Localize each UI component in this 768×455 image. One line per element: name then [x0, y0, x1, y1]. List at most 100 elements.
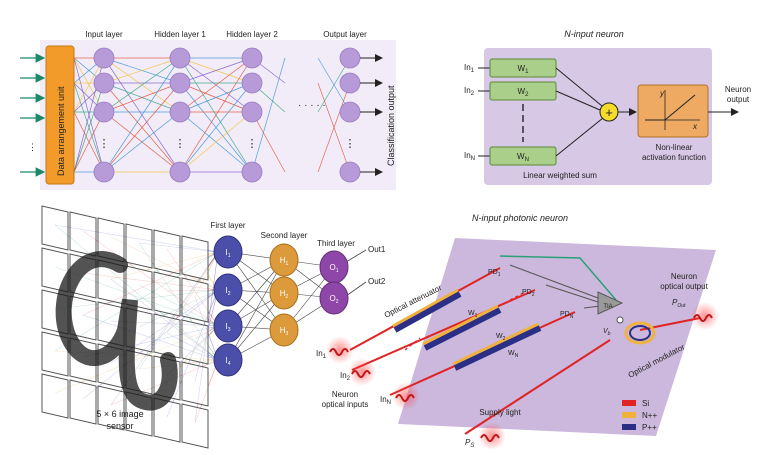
classification-output-label: Classification output — [386, 85, 396, 166]
fig-a-node — [93, 161, 115, 183]
fig-a-node — [169, 101, 191, 123]
fig-a-node — [241, 72, 263, 94]
attenuator-bars — [392, 288, 542, 371]
activation-y-axis: y — [659, 89, 665, 98]
fig-a-connections — [73, 57, 351, 173]
fig-a-node — [339, 72, 361, 94]
hidden-layer-2-label: Hidden layer 2 — [226, 30, 278, 39]
out1-label: Out1 — [368, 245, 386, 254]
linear-weighted-sum-label: Linear weighted sum — [523, 171, 597, 180]
first-layer-node-label: I1 — [225, 248, 230, 259]
output-layer-label: Output layer — [323, 30, 367, 39]
legend-swatch — [622, 412, 636, 418]
sensor-pixel — [41, 205, 69, 251]
first-layer-node-label: I4 — [225, 356, 230, 367]
supply-wave — [480, 434, 500, 442]
first-layer-node-label: I2 — [225, 286, 230, 297]
first-layer-node — [213, 343, 243, 377]
material-legend: SiN++P++ — [622, 399, 657, 432]
fig-a-node — [339, 161, 361, 183]
sensor-caption-1: 5 × 6 image — [96, 409, 143, 419]
sensor-pixel — [41, 373, 69, 419]
vb-label: Vb — [603, 328, 611, 337]
sensor-pixel — [153, 313, 181, 359]
sensor-pixel — [181, 403, 209, 449]
first-layer-node — [213, 235, 243, 269]
neuron-input-n: InN — [464, 151, 475, 162]
legend-label: Si — [642, 399, 649, 408]
fig-a-node — [241, 101, 263, 123]
sensor-pixel — [181, 319, 209, 365]
ellipsis: · · · · · — [298, 100, 326, 111]
second-layer-label: Second layer — [261, 231, 308, 240]
first-layer-node — [213, 309, 243, 343]
photonic-input-n: InN — [380, 395, 391, 406]
sensor-pixel — [97, 385, 125, 431]
handwritten-glyph — [55, 251, 178, 411]
sensor-pixel — [69, 211, 97, 257]
sensor-pixel — [41, 331, 69, 377]
bias-junction — [616, 316, 624, 324]
pd-1-label: PD1 — [488, 269, 501, 278]
weight-label-1: W1 — [518, 64, 530, 75]
third-layer-node — [319, 281, 349, 315]
photonic-input-2: In2 — [340, 371, 351, 382]
fig-a-vertical-ellipsis: ⋮ — [175, 138, 186, 150]
input-2-wave — [351, 370, 371, 378]
fig-a-node — [339, 101, 361, 123]
activation-curve — [645, 94, 696, 121]
fig-c-sensor-network: 5 × 6 image sensor First layer Second la… — [41, 205, 386, 449]
data-arrangement-unit — [45, 45, 75, 185]
svg-text:⋮: ⋮ — [28, 142, 37, 152]
pd-2-label: PD2 — [522, 289, 535, 298]
data-arrangement-unit-label: Data arrangement unit — [56, 86, 66, 176]
first-layer-node — [213, 273, 243, 307]
optical-modulator-ring — [624, 321, 656, 345]
pout-label: POut — [672, 298, 686, 309]
sensor-pixel — [125, 265, 153, 311]
neuron-optical-output-2: optical output — [660, 282, 708, 291]
activation-caption-2: activation function — [642, 153, 706, 162]
first-layer-label: First layer — [210, 221, 245, 230]
supply-light-label: Supply light — [479, 408, 521, 417]
fig-a-node — [241, 161, 263, 183]
input-n-wave — [395, 394, 415, 402]
out2-label: Out2 — [368, 277, 386, 286]
legend-label: P++ — [642, 423, 657, 432]
pd-n-label: PDN — [560, 311, 574, 320]
fig-a-vertical-ellipsis: ⋮ — [99, 138, 110, 150]
tia-amplifier — [597, 291, 624, 315]
fig-a-node — [339, 47, 361, 69]
ps-label: PS — [465, 438, 474, 449]
activation-function-box — [637, 84, 709, 138]
photonic-weight-2: W2 — [496, 333, 506, 342]
fig-b-neuron: N-input neuron In1 In2 InN W1 W2 WN + y … — [464, 29, 751, 185]
tia-label: TIA — [603, 304, 612, 310]
neuron-input-2: In2 — [464, 86, 475, 97]
weight-label-2: W2 — [518, 87, 530, 98]
third-layer-label: Third layer — [317, 239, 355, 248]
fig-a-node — [241, 47, 263, 69]
second-layer-node — [269, 313, 299, 347]
photonic-weight-n: WN — [508, 350, 519, 359]
sensor-caption-2: sensor — [106, 421, 133, 431]
second-layer-node-label: H2 — [280, 289, 289, 300]
sensor-pixel — [181, 361, 209, 407]
neuron-optical-inputs-2: optical inputs — [322, 400, 369, 409]
input-layer-label: Input layer — [85, 30, 123, 39]
neuron-input-1: In1 — [464, 63, 475, 74]
legend-swatch — [622, 424, 636, 430]
fig-a-node — [93, 101, 115, 123]
photonic-weight-1: W1 — [468, 310, 478, 319]
neuron-optical-output-1: Neuron — [671, 272, 697, 281]
first-layer-node-label: I3 — [225, 322, 230, 333]
second-layer-node-label: H3 — [280, 326, 289, 337]
activation-x-axis: x — [692, 122, 698, 131]
hidden-layer-1-label: Hidden layer 1 — [154, 30, 206, 39]
photonic-chip — [398, 238, 716, 436]
sensor-pixel — [125, 223, 153, 269]
neuron-output-label-2: output — [727, 95, 750, 104]
second-layer-node-label: H1 — [280, 256, 289, 267]
